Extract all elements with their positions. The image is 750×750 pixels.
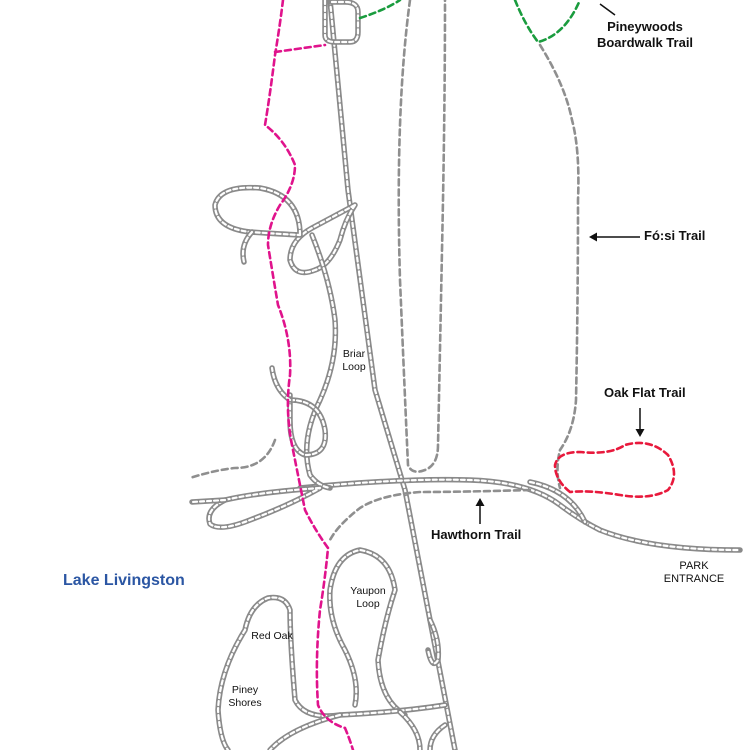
label-leaders bbox=[475, 3, 645, 524]
green-boardwalk-trail bbox=[358, 0, 582, 44]
magenta-lakeshore-trail bbox=[263, 0, 355, 750]
red-oak-piney-shores-road bbox=[215, 594, 448, 750]
arrow-up-icon bbox=[475, 498, 485, 524]
arrow-down-icon bbox=[635, 408, 645, 437]
fosi-trail-label: Fó:si Trail bbox=[644, 228, 706, 243]
yaupon-loop-road bbox=[327, 547, 442, 718]
main-road bbox=[327, 0, 458, 750]
oak-flat-trail-label: Oak Flat Trail bbox=[604, 385, 686, 400]
lake-livingston-label: Lake Livingston bbox=[63, 572, 185, 589]
briar-loop-road bbox=[269, 202, 358, 491]
gray-hiking-trails bbox=[188, 0, 580, 542]
red-oak-label: Red Oak bbox=[251, 630, 293, 642]
southwest-loop-road bbox=[189, 485, 323, 530]
red-oak-flat-trail bbox=[553, 441, 676, 498]
west-loop-road bbox=[212, 184, 303, 265]
pineywoods-leader-line bbox=[599, 3, 616, 16]
top-road-loop bbox=[322, 0, 361, 45]
roads bbox=[189, 0, 743, 750]
park-entrance-road bbox=[297, 476, 743, 553]
arrow-left-icon bbox=[589, 232, 640, 242]
hawthorn-trail-path bbox=[328, 488, 532, 542]
central-trail-path bbox=[397, 0, 447, 473]
fosi-trail-path bbox=[538, 43, 580, 490]
west-trail-path bbox=[188, 438, 277, 480]
hawthorn-trail-label: Hawthorn Trail bbox=[431, 527, 522, 542]
